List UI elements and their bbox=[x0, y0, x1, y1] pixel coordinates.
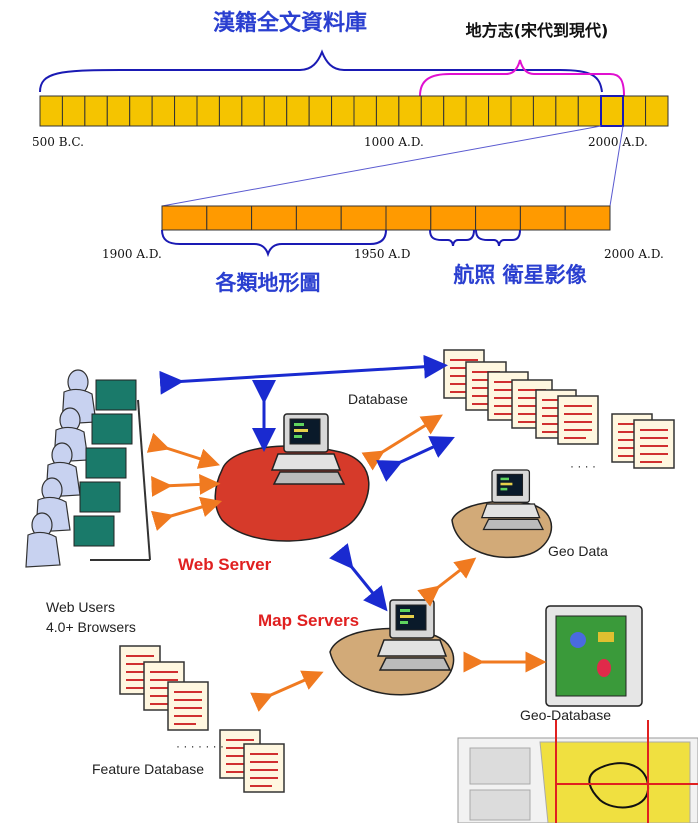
tick-label-1000ad: 1000 A.D. bbox=[364, 135, 424, 149]
aerial-satellite-label: 航照 衛星影像 bbox=[453, 263, 587, 287]
timeline-cell bbox=[577, 95, 602, 127]
zoomed-timeline-cell bbox=[251, 205, 297, 231]
timeline-cell bbox=[375, 95, 400, 127]
timeline-section: 漢籍全文資料庫 地方志(宋代到現代) 500 B.C. 1000 A.D. 20… bbox=[32, 10, 669, 295]
geo-data-label: Geo Data bbox=[548, 543, 608, 559]
timeline-cell bbox=[645, 95, 669, 127]
feature-database-label: Feature Database bbox=[92, 761, 204, 777]
timeline-cell bbox=[600, 95, 624, 127]
arrow-mapserver-featuredb bbox=[250, 670, 324, 712]
arrow-users-webserver-3 bbox=[150, 496, 223, 532]
browsers-label: 4.0+ Browsers bbox=[46, 619, 136, 635]
timeline-cell bbox=[308, 95, 333, 127]
architecture-section: Web Users 4.0+ Browsers Web Server Datab… bbox=[25, 349, 698, 823]
zoomed-timeline-cell bbox=[295, 205, 342, 231]
geo-data-computer-icon bbox=[481, 469, 544, 531]
geo-database-cabinet-icon bbox=[545, 605, 643, 707]
arrow-users-webserver-2 bbox=[151, 473, 221, 497]
web-users-label: Web Users bbox=[46, 599, 115, 615]
web-server-label: Web Server bbox=[178, 555, 272, 574]
topo-maps-brace bbox=[161, 229, 387, 258]
timeline-cell bbox=[532, 95, 557, 127]
zoomed-timeline-cell bbox=[475, 205, 521, 231]
timeline-cell bbox=[263, 95, 288, 127]
database-label: Database bbox=[348, 391, 408, 407]
timeline-cell bbox=[61, 95, 86, 127]
zoom-connector-right bbox=[609, 125, 624, 207]
zoomed-timeline-cell bbox=[519, 205, 566, 231]
local-gazetteers-brace bbox=[419, 59, 625, 97]
timeline-cell bbox=[196, 95, 220, 127]
local-gazetteers-title: 地方志(宋代到現代) bbox=[466, 21, 609, 40]
timeline-cell bbox=[420, 95, 445, 127]
arrow-users-database bbox=[159, 354, 448, 395]
timeline-cell bbox=[622, 95, 647, 127]
map-servers-label: Map Servers bbox=[258, 611, 359, 630]
zoomed-timeline-cell bbox=[385, 205, 432, 231]
arrow-webserver-database-2 bbox=[376, 436, 455, 482]
zoomed-timeline-cell bbox=[430, 205, 477, 231]
full-text-db-brace bbox=[39, 49, 603, 93]
timeline-cell bbox=[174, 95, 198, 127]
timeline-cell bbox=[510, 95, 534, 127]
web-users-illustration bbox=[25, 369, 151, 568]
satellite-brace bbox=[475, 229, 521, 247]
database-docs bbox=[443, 349, 675, 469]
arrow-webserver-mapserver bbox=[329, 543, 388, 612]
zoom-tick-2000ad: 2000 A.D. bbox=[604, 247, 664, 261]
timeline-cell bbox=[106, 95, 131, 127]
timeline-cell bbox=[129, 95, 153, 127]
map-thumbnail bbox=[457, 720, 698, 823]
zoomed-timeline-cell bbox=[206, 205, 253, 231]
arrow-users-webserver-1 bbox=[146, 432, 221, 469]
zoom-tick-1950ad: 1950 A.D bbox=[354, 247, 410, 261]
database-ellipsis: · · · · bbox=[570, 459, 596, 473]
zoom-selector-box bbox=[600, 95, 624, 127]
timeline-cell bbox=[84, 95, 108, 127]
connection-arrows bbox=[146, 354, 547, 712]
zoomed-timeline-cell bbox=[564, 205, 611, 231]
zoom-tick-1900ad: 1900 A.D. bbox=[102, 247, 162, 261]
timeline-cell bbox=[465, 95, 490, 127]
timeline-cell bbox=[353, 95, 377, 127]
timeline-cell bbox=[241, 95, 265, 127]
timeline-cell bbox=[286, 95, 310, 127]
arrow-geodata-mapserver bbox=[417, 557, 477, 607]
tick-label-2000ad: 2000 A.D. bbox=[588, 135, 648, 149]
timeline-cell bbox=[443, 95, 467, 127]
full-text-db-title: 漢籍全文資料庫 bbox=[213, 10, 367, 36]
zoom-connector-left bbox=[161, 125, 602, 207]
zoomed-timeline-cell bbox=[161, 205, 208, 231]
timeline-cell bbox=[218, 95, 243, 127]
feature-db-ellipsis: · · · · · · · bbox=[176, 739, 224, 753]
topo-maps-label: 各類地形圖 bbox=[215, 271, 321, 295]
zoomed-timeline-bar bbox=[161, 205, 611, 231]
tick-label-500bc: 500 B.C. bbox=[32, 135, 84, 149]
aerial-brace bbox=[429, 229, 475, 247]
timeline-cell bbox=[398, 95, 422, 127]
timeline-cell bbox=[331, 95, 355, 127]
timeline-cell bbox=[488, 95, 512, 127]
timeline-cell bbox=[39, 95, 63, 127]
timeline-bar bbox=[39, 95, 669, 127]
timeline-cell bbox=[151, 95, 176, 127]
zoomed-timeline-cell bbox=[340, 205, 387, 231]
timeline-cell bbox=[555, 95, 579, 127]
geo-database-label: Geo-Database bbox=[520, 707, 611, 723]
